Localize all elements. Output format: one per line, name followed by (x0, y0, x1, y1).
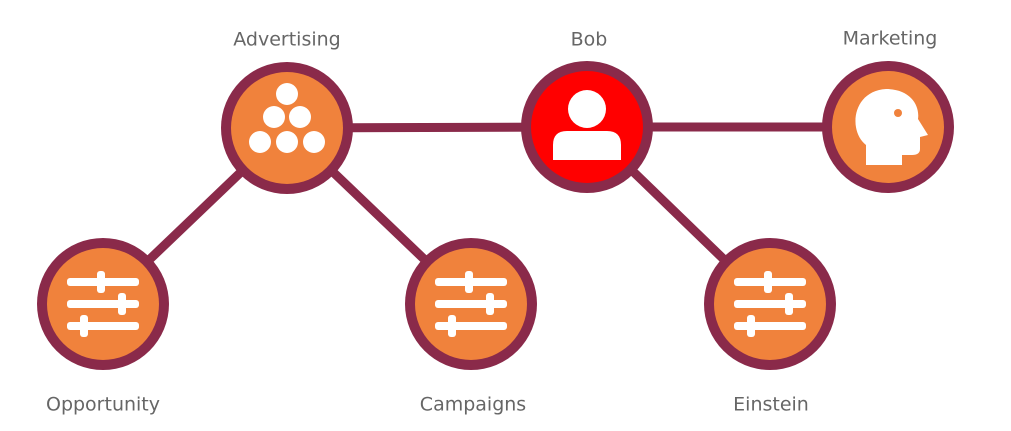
node-label-campaigns: Campaigns (420, 394, 526, 416)
dot (303, 131, 325, 153)
slider-knob (486, 293, 494, 315)
sliders-icon (435, 271, 507, 337)
node-campaigns: Campaigns (405, 238, 537, 416)
node-label-advertising: Advertising (233, 29, 340, 51)
slider-knob (448, 315, 456, 337)
person-head (568, 90, 606, 128)
sliders-icon (67, 271, 139, 337)
slider-knob (465, 271, 473, 293)
dot (276, 83, 298, 105)
node-bob: Bob (521, 29, 653, 193)
slider-knob (747, 315, 755, 337)
sliders-icon (734, 271, 806, 337)
slider-track (435, 322, 507, 330)
head-silhouette (855, 89, 928, 165)
head-profile-icon (855, 89, 928, 165)
node-opportunity: Opportunity (37, 238, 169, 416)
person-body (553, 131, 621, 160)
dot (249, 131, 271, 153)
node-label-opportunity: Opportunity (46, 394, 160, 416)
slider-knob (118, 293, 126, 315)
slider-track (67, 322, 139, 330)
slider-track (734, 322, 806, 330)
node-einstein: Einstein (704, 238, 836, 416)
dots-cluster-icon (249, 83, 325, 153)
node-label-einstein: Einstein (733, 394, 809, 416)
slider-knob (764, 271, 772, 293)
slider-knob (97, 271, 105, 293)
slider-track (435, 300, 507, 308)
slider-knob (785, 293, 793, 315)
node-label-marketing: Marketing (843, 28, 938, 50)
node-fill (231, 72, 343, 184)
dot (276, 131, 298, 153)
dot (289, 106, 311, 128)
dot (263, 106, 285, 128)
slider-track (67, 300, 139, 308)
person-icon (553, 90, 621, 160)
slider-track (734, 300, 806, 308)
head-eye (894, 109, 902, 117)
slider-knob (80, 315, 88, 337)
node-advertising: Advertising (221, 29, 353, 194)
node-marketing: Marketing (822, 28, 954, 193)
node-label-bob: Bob (571, 29, 608, 51)
